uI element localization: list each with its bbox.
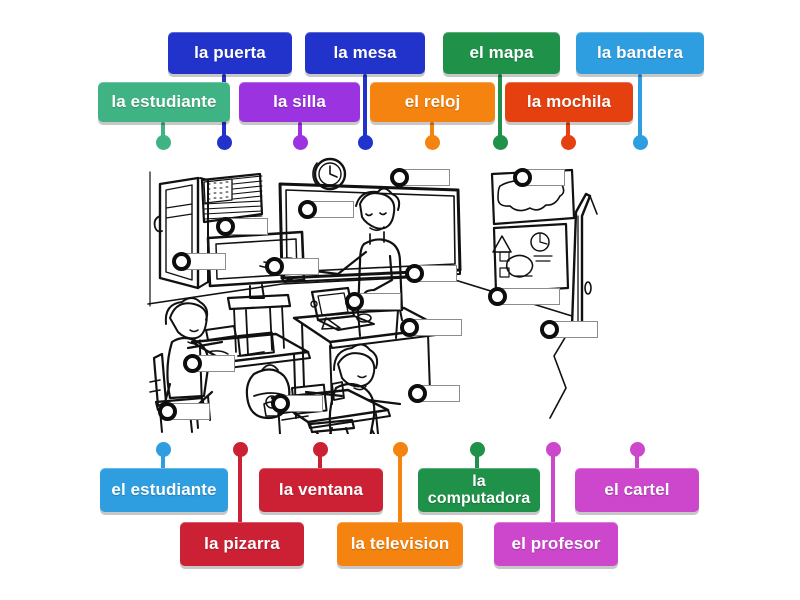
drop-target-ring-icon [345,291,364,311]
drop-target-ring-icon [488,286,507,306]
answer-label-b5[interactable]: la computadora [418,468,540,512]
drop-target-ring-icon [408,383,427,403]
connector-pin-bottom-2 [312,442,328,470]
connector-stem [318,449,322,470]
connector-knob-icon [216,135,232,150]
drop-target-desk[interactable] [400,316,462,338]
answer-label-b2[interactable]: la pizarra [180,522,304,566]
connector-stem [238,449,242,524]
classroom-illustration [142,156,612,434]
answer-label-b1[interactable]: el estudiante [100,468,228,512]
drop-target-female-student[interactable] [183,352,235,374]
drop-target-ring-icon [183,353,202,373]
answer-label-t8[interactable]: la bandera [576,32,704,74]
drop-target-clock[interactable] [390,166,450,188]
connector-stem [551,449,555,524]
drop-target-ring-icon [265,256,284,276]
connector-pin-top-7 [632,74,648,150]
connector-pin-bottom-3 [392,442,408,524]
drop-target-ring-icon [216,216,235,236]
answer-label-t2[interactable]: la puerta [168,32,292,74]
connector-knob-icon [312,442,328,457]
drop-target-male-student[interactable] [408,382,460,404]
drop-target-slot[interactable] [500,287,560,305]
connector-stem [475,449,479,470]
connector-stem [398,449,402,524]
drop-target-teacher[interactable] [405,262,457,284]
connector-pin-bottom-4 [469,442,485,470]
connector-knob-icon [492,135,508,150]
connector-pin-top-2 [292,122,308,150]
drop-target-poster[interactable] [488,285,560,307]
drop-target-door[interactable] [540,318,598,340]
drop-target-ring-icon [271,393,290,413]
connector-stem [430,122,434,143]
connector-pin-bottom-6 [629,442,645,470]
drop-target-backpack[interactable] [271,392,323,414]
connector-knob-icon [545,442,561,457]
answer-label-b4[interactable]: la television [337,522,463,566]
connector-stem [363,74,367,143]
connector-pin-bottom-0 [155,442,171,470]
answer-label-t3[interactable]: la silla [239,82,360,122]
connector-knob-icon [632,135,648,150]
drop-target-ring-icon [400,317,419,337]
connector-pin-top-0 [155,122,171,150]
connector-stem [635,449,639,470]
connector-stem [161,449,165,470]
connector-stem [638,74,642,143]
drop-target-ring-icon [158,401,177,421]
connector-pin-top-5 [492,74,508,150]
drop-target-map[interactable] [513,166,565,188]
connector-knob-icon [469,442,485,457]
connector-pin-top-4 [424,122,440,150]
connector-knob-icon [357,135,373,150]
drop-target-slot[interactable] [402,168,450,186]
drop-target-television[interactable] [265,255,319,277]
connector-knob-icon [560,135,576,150]
drop-target-flag[interactable] [216,215,268,237]
connector-stem [161,122,165,143]
drop-target-ring-icon [172,251,191,271]
drop-target-slot[interactable] [412,318,462,336]
answer-label-t6[interactable]: el mapa [443,32,560,74]
answer-label-t1[interactable]: la estudiante [98,82,230,122]
drop-target-ring-icon [513,167,532,187]
drop-target-ring-icon [390,167,409,187]
drop-target-ring-icon [405,263,424,283]
connector-pin-top-3 [357,74,373,150]
connector-pin-bottom-1 [232,442,248,524]
answer-label-t4[interactable]: la mesa [305,32,425,74]
connector-knob-icon [155,442,171,457]
connector-stem [298,122,302,143]
answer-label-b7[interactable]: el cartel [575,468,699,512]
connector-knob-icon [629,442,645,457]
connector-knob-icon [155,135,171,150]
drop-target-computer[interactable] [345,290,401,312]
drop-target-ring-icon [298,199,317,219]
connector-stem [566,122,570,143]
connector-stem [498,74,502,143]
drop-target-ring-icon [540,319,559,339]
drop-target-chair[interactable] [158,400,210,422]
connector-knob-icon [232,442,248,457]
connector-knob-icon [392,442,408,457]
drop-target-whiteboard[interactable] [298,198,354,220]
connector-knob-icon [424,135,440,150]
answer-label-b3[interactable]: la ventana [259,468,383,512]
answer-label-t7[interactable]: la mochila [505,82,633,122]
answer-label-t5[interactable]: el reloj [370,82,495,122]
connector-pin-top-6 [560,122,576,150]
drop-target-window[interactable] [172,250,226,272]
answer-label-b6[interactable]: el profesor [494,522,618,566]
connector-pin-bottom-5 [545,442,561,524]
connector-knob-icon [292,135,308,150]
